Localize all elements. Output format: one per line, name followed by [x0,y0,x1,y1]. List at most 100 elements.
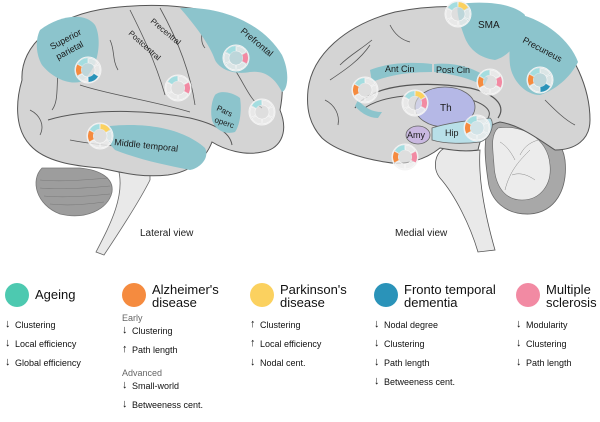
marker-empty-segment [447,17,458,27]
marker-empty-segment [477,131,488,141]
marker-empty-segment [466,131,477,141]
ftd-color-dot [374,283,398,307]
label-th: Th [440,103,452,114]
marker-middle-temporal [86,122,114,150]
arrow-down-icon: ↓ [516,356,522,368]
lateral-cerebellum [35,167,113,217]
marker-empty-segment [178,75,189,85]
region-middle-temporal[interactable] [106,124,207,170]
marker-segment-alzheimers [393,151,399,163]
marker-postcentral [164,74,192,102]
legend-item: ↑ Local efficiency [250,337,322,357]
region-amygdala[interactable] [405,125,431,145]
brain-diagram: Superior parietal Precentral Postcentral… [17,0,591,256]
legend-item: ↓Small-world [122,379,203,399]
medial-brain: SMA Precuneus Ant Cin Post Cin Th Amy Hi… [307,2,591,253]
marker-empty-segment [445,8,453,20]
marker-empty-segment [167,91,178,101]
marker-empty-segment [490,69,501,79]
marker-empty-segment [529,83,540,93]
region-precuneus[interactable] [509,14,578,95]
legend-item-text: Path length [384,358,430,368]
marker-segment-ageing [77,58,88,67]
marker-empty-segment [490,85,501,95]
marker-segment-alzheimers [478,76,484,88]
marker-empty-segment [251,115,262,125]
arrow-up-icon: ↑ [250,337,256,349]
legend-group-label: Advanced [122,368,163,378]
marker-pars-operc [248,98,276,126]
marker-empty-segment [404,106,415,116]
lateral-view-label: Lateral view [140,228,194,239]
marker-empty-segment [365,93,376,103]
marker-segment-ageing [89,124,100,133]
marker-segment-ftd [88,73,99,82]
marker-empty-segment [545,74,553,86]
arrow-down-icon: ↓ [122,324,128,336]
marker-superior-parietal [74,56,102,84]
legend-item-text: Betweeness cent. [132,400,204,410]
marker-segment-ms [411,151,417,163]
parkinsons-color-dot [250,283,274,307]
marker-amy [391,143,419,171]
legend-item-text: Local efficiency [15,339,77,349]
legend-item-text: Path length [526,358,572,368]
marker-empty-segment [354,93,365,103]
marker-segment-ageing [394,145,405,154]
legend-item-text: Local efficiency [260,339,322,349]
legend-item: ↑Path length [122,343,203,363]
marker-post-cin [476,68,504,96]
marker-empty-segment [100,139,111,149]
marker-empty-segment [267,106,275,118]
marker-empty-segment [405,160,416,170]
marker-segment-ms [242,52,249,64]
cerebellum-folds [39,177,111,206]
marker-empty-segment [262,99,273,109]
legend-item-text: Nodal degree [384,320,439,330]
legend-items: ↓Nodal degree↓Clustering↓Path length↓Bet… [374,318,456,395]
marker-empty-segment [178,91,189,101]
marker-segment-parkinsons [100,124,111,133]
marker-ant-cin [351,76,379,104]
region-ant-cin[interactable] [370,62,432,82]
marker-segment-ageing [479,70,490,79]
arrow-down-icon: ↓ [5,318,11,330]
marker-sma [444,0,472,28]
arrow-down-icon: ↓ [122,398,128,410]
ms-color-dot [516,283,540,307]
label-amy: Amy [407,130,426,140]
legend-item-text: Small-world [132,381,180,391]
marker-segment-parkinsons [415,91,426,100]
arrow-down-icon: ↓ [5,337,11,349]
marker-segment-ms [421,97,428,109]
marker-empty-segment [479,85,490,95]
arrow-down-icon: ↓ [5,356,11,368]
legend-item: ↓ Betweeness cent. [122,398,204,418]
legend-items: ↓Modularity↓Clustering↓Path length [516,318,572,376]
marker-empty-segment [262,115,273,125]
arrow-down-icon: ↓ [374,356,380,368]
arrow-down-icon: ↓ [374,318,380,330]
legend-item-text: Modularity [526,320,568,330]
marker-empty-segment [402,97,410,109]
legend-item-text: Clustering [132,326,173,336]
marker-segment-alzheimers [87,130,94,142]
alzheimers-color-dot [122,283,146,307]
legend-item-text: Global efficiency [15,358,81,368]
region-post-cin[interactable] [434,63,488,86]
legend-items: ↑Clustering↑Local efficiency↓Nodal cent. [250,318,322,376]
legend-item: ↓ Global efficiency [5,356,81,376]
marker-empty-segment [463,8,471,20]
label-ant-cin: Ant Cin [385,64,415,74]
marker-empty-segment [477,115,488,125]
region-pars-operc[interactable] [211,92,241,133]
marker-precuneus [526,66,554,94]
lateral-brainstem [95,167,151,256]
legend-item-text: Betweeness cent. [384,377,456,387]
arrow-up-icon: ↑ [122,343,128,355]
medial-sulci [324,24,576,126]
region-sma[interactable] [457,2,525,60]
legend-item: ↓ Local efficiency [5,337,81,357]
arrow-down-icon: ↓ [250,356,256,368]
